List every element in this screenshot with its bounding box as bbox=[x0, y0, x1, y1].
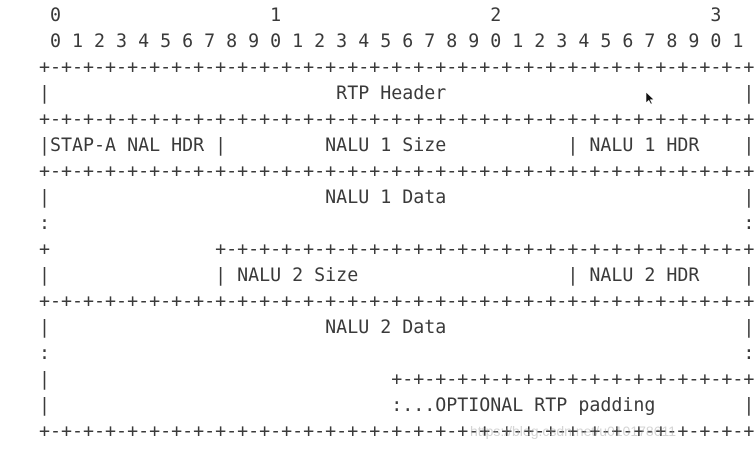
continuation-row: : : bbox=[6, 213, 754, 234]
bit-decade-ruler: 0 1 2 3 bbox=[6, 5, 722, 26]
optional-padding-row: | :...OPTIONAL RTP padding | bbox=[6, 395, 754, 416]
padding-border-line: | +-+-+-+-+-+-+-+-+-+-+-+-+-+-+-+-+ bbox=[6, 369, 754, 390]
nalu2-size-row: | | NALU 2 Size | NALU 2 HDR | bbox=[6, 265, 754, 286]
stap-a-packet-diagram: 0 1 2 3 0 1 2 3 4 5 6 7 8 9 0 1 2 3 4 5 … bbox=[6, 5, 754, 442]
stap-a-nalu1-size-row: |STAP-A NAL HDR | NALU 1 Size | NALU 1 H… bbox=[6, 135, 754, 156]
border-line: +-+-+-+-+-+-+-+-+-+-+-+-+-+-+-+-+-+-+-+-… bbox=[6, 421, 754, 442]
mouse-pointer-icon bbox=[645, 91, 655, 105]
nalu1-data-row: | NALU 1 Data | bbox=[6, 187, 754, 208]
border-line: +-+-+-+-+-+-+-+-+-+-+-+-+-+-+-+-+-+-+-+-… bbox=[6, 109, 754, 130]
watermark-text: https://blog.csdn.net/u010178611 bbox=[470, 423, 677, 439]
border-line: +-+-+-+-+-+-+-+-+-+-+-+-+-+-+-+-+-+-+-+-… bbox=[6, 57, 754, 78]
partial-border-line: + +-+-+-+-+-+-+-+-+-+-+-+-+-+-+-+-+-+-+-… bbox=[6, 239, 754, 260]
border-line: +-+-+-+-+-+-+-+-+-+-+-+-+-+-+-+-+-+-+-+-… bbox=[6, 161, 754, 182]
border-line: +-+-+-+-+-+-+-+-+-+-+-+-+-+-+-+-+-+-+-+-… bbox=[6, 291, 754, 312]
rtp-header-row: | RTP Header | bbox=[6, 83, 754, 104]
continuation-row: : : bbox=[6, 343, 754, 364]
bit-index-ruler: 0 1 2 3 4 5 6 7 8 9 0 1 2 3 4 5 6 7 8 9 … bbox=[6, 31, 744, 52]
nalu2-data-row: | NALU 2 Data | bbox=[6, 317, 754, 338]
